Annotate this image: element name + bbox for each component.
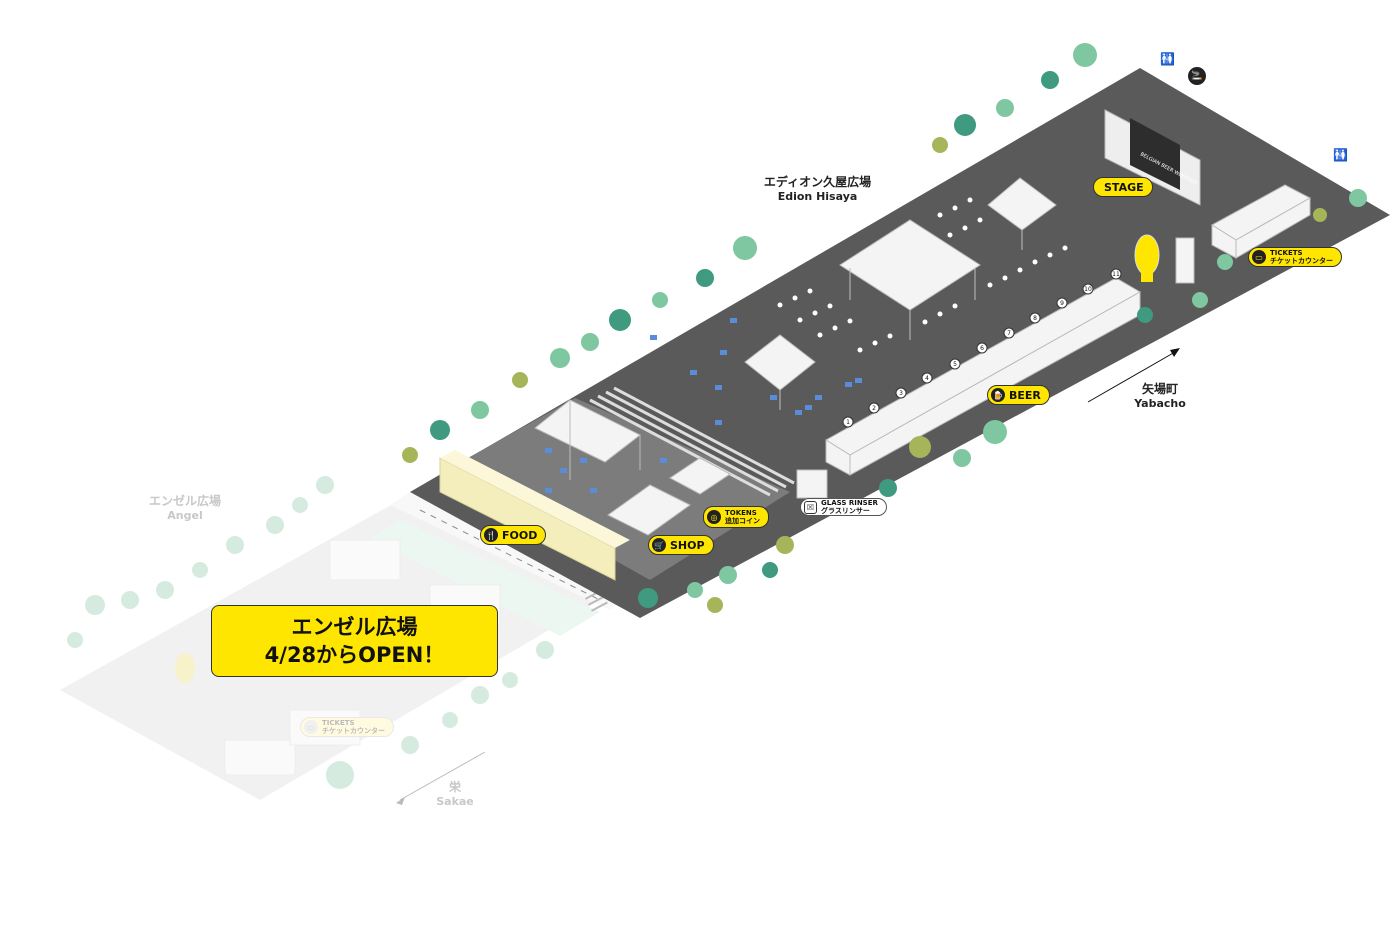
edion-hisaya-en: Edion Hisaya (777, 190, 858, 203)
standing-tables (777, 197, 1068, 353)
beer-label: BEER (1009, 388, 1041, 402)
smoking-area-icon: 🚬 (1188, 67, 1206, 85)
glass-rinser-jp: グラスリンサー (821, 507, 870, 515)
food-label: FOOD (502, 528, 538, 542)
beer-glass-landmark (1134, 234, 1160, 282)
booth-number: 8 (1033, 315, 1037, 322)
yabacho-jp: 矢場町 (1141, 382, 1178, 396)
ticket-booths (1211, 184, 1312, 259)
beer-pill[interactable]: 🍺 BEER (987, 385, 1050, 405)
cart-icon: 🛒 (652, 538, 666, 552)
angel-open-banner: エンゼル広場 4/28からOPEN！ (211, 605, 498, 677)
booth-number: 1 (846, 419, 850, 426)
yabacho-label: 矢場町 Yabacho (1120, 382, 1200, 411)
ticket-icon: ▭ (304, 720, 318, 734)
yabacho-en: Yabacho (1134, 397, 1186, 410)
shop-label: SHOP (670, 538, 705, 552)
booth-number-labels: 1 2 3 4 5 6 7 8 9 10 11 (846, 271, 1120, 426)
faded-trees (67, 476, 554, 789)
tables (545, 318, 862, 493)
edion-hisaya-jp: エディオン久屋広場 (763, 175, 872, 189)
banner-line1: エンゼル広場 (291, 615, 418, 639)
stage: BELGIAN BEER WEEKEND (1104, 109, 1201, 206)
tokens-jp: 追加コイン (725, 517, 760, 525)
booth-number: 11 (1112, 271, 1120, 278)
booth-number: 9 (1060, 300, 1064, 307)
tickets-jp: チケットカウンター (1270, 257, 1333, 265)
food-pill[interactable]: 🍴 FOOD (480, 525, 547, 545)
angel-en: Angel (167, 509, 203, 522)
edion-hisaya-label: エディオン久屋広場 Edion Hisaya (745, 175, 890, 204)
toilet-icon: 🚻 (1160, 52, 1175, 66)
tokens-en: TOKENS (725, 509, 757, 517)
glass-rinser-en: GLASS RINSER (821, 499, 878, 507)
beer-booths (825, 277, 1142, 476)
sakae-jp: 栄 (448, 780, 461, 794)
angel-jp: エンゼル広場 (148, 494, 221, 508)
booth-number: 6 (980, 345, 984, 352)
yabacho-arrow (1087, 348, 1180, 403)
booth-number: 5 (953, 361, 957, 368)
coin-icon: ◎ (707, 510, 721, 524)
angel-label: エンゼル広場 Angel (130, 494, 240, 523)
toilet-icon: 🚻 (1333, 148, 1348, 162)
booth-number: 2 (872, 405, 876, 412)
sakae-label: 栄 Sakae (425, 780, 485, 809)
glass-rinser-kiosk (796, 237, 1195, 499)
sakae-en: Sakae (436, 795, 474, 808)
ticket-icon: ▭ (1252, 250, 1266, 264)
glass-rinser-icon: ☒ (804, 500, 817, 514)
booth-number-markers (842, 268, 1122, 428)
food-shop-area (450, 398, 790, 580)
booth-number: 4 (925, 375, 929, 382)
banner-line2: 4/28からOPEN！ (264, 643, 445, 667)
stripes (589, 386, 795, 497)
booth-number: 7 (1007, 330, 1011, 337)
angel-tickets-jp: チケットカウンター (322, 727, 385, 735)
tickets-en: TICKETS (1270, 249, 1303, 257)
fork-knife-icon: 🍴 (484, 528, 498, 542)
shop-pill[interactable]: 🛒 SHOP (648, 535, 714, 555)
sakae-arrow (396, 751, 486, 805)
booth-number: 10 (1084, 286, 1092, 293)
stage-pill[interactable]: STAGE (1093, 177, 1153, 197)
trees (402, 43, 1367, 613)
angel-tickets-en: TICKETS (322, 719, 355, 727)
booth-number: 3 (899, 390, 903, 397)
stage-label: STAGE (1104, 180, 1144, 194)
tents (534, 177, 1057, 536)
beer-glass-icon: 🍺 (991, 388, 1005, 402)
food-wall (439, 450, 630, 581)
